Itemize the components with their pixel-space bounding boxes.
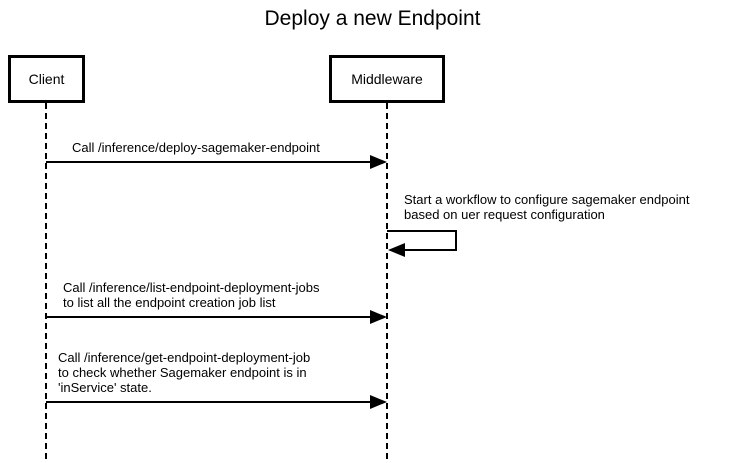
message-label-deploy-endpoint: Call /inference/deploy-sagemaker-endpoin… (72, 140, 320, 155)
message-arrow-1 (46, 155, 387, 169)
message-arrow-4 (46, 395, 387, 409)
diagram-title: Deploy a new Endpoint (264, 7, 481, 30)
message-label-start-workflow: Start a workflow to configure sagemaker … (404, 192, 690, 222)
arrowhead-right-icon (370, 310, 387, 324)
actor-middleware: Middleware (329, 55, 445, 103)
arrowhead-left-icon (388, 243, 405, 257)
message-arrow-2-self-loop (387, 230, 457, 257)
message-label-get-job: Call /inference/get-endpoint-deployment-… (58, 350, 311, 395)
actor-client-label: Client (28, 71, 65, 87)
message-arrow-3 (46, 310, 387, 324)
actor-middleware-label: Middleware (351, 71, 423, 87)
actor-client: Client (8, 55, 85, 103)
message-label-list-jobs: Call /inference/list-endpoint-deployment… (63, 280, 320, 310)
arrowhead-right-icon (370, 155, 387, 169)
arrowhead-right-icon (370, 395, 387, 409)
